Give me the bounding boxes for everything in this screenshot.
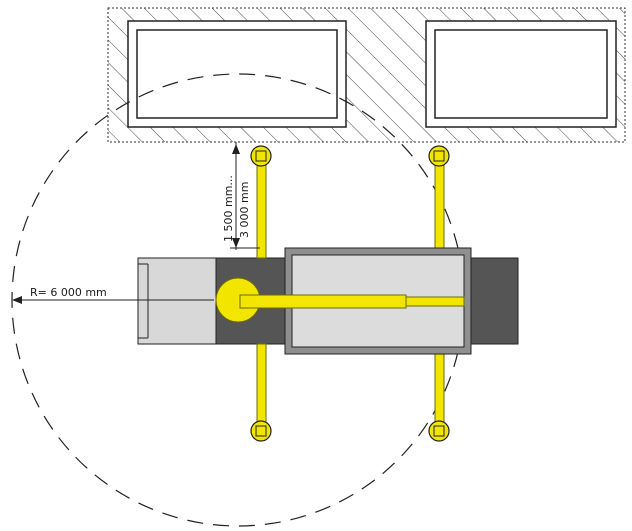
outrigger-pad-bottom-right	[428, 420, 450, 442]
radius-label: R= 6 000 mm	[30, 286, 107, 299]
wall-distance-dimension: 1 500 mm... 3 000 mm	[222, 142, 260, 250]
boom-base-section	[239, 294, 407, 309]
distance-label-min: 1 500 mm...	[222, 175, 235, 242]
radius-dimension: R= 6 000 mm	[12, 286, 214, 304]
outrigger-leg-top-left	[256, 155, 267, 259]
outrigger-leg-top-right	[434, 155, 445, 259]
window-left	[127, 20, 347, 128]
outrigger-pads	[250, 145, 450, 442]
outrigger-pad-top-right	[428, 145, 450, 167]
outrigger-leg-bottom-left	[256, 343, 267, 427]
boom-extension-section	[405, 296, 465, 307]
window-right	[425, 20, 617, 128]
outrigger-pad-bottom-left	[250, 420, 272, 442]
distance-label-max: 3 000 mm	[238, 182, 251, 238]
machine-rear-section	[137, 257, 217, 345]
boom-arm	[215, 277, 465, 323]
outrigger-pad-top-left	[250, 145, 272, 167]
outrigger-leg-bottom-right	[434, 343, 445, 427]
